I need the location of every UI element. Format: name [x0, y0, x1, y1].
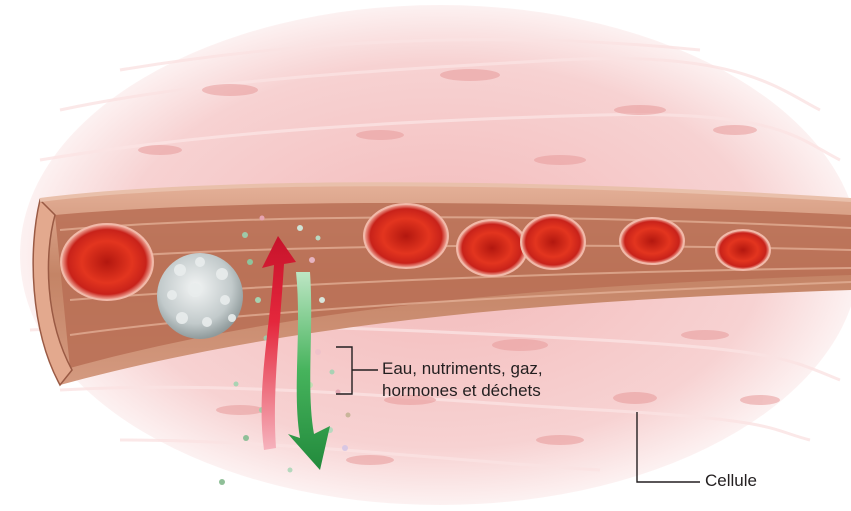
- red-blood-cell: [364, 204, 448, 268]
- white-blood-cell: [157, 253, 243, 339]
- cell-label: Cellule: [705, 470, 757, 492]
- red-blood-cell: [620, 218, 684, 264]
- red-blood-cell: [61, 224, 153, 300]
- exchange-label-line2: hormones et déchets: [382, 380, 543, 402]
- red-blood-cell: [457, 220, 527, 276]
- exchange-label: Eau, nutriments, gaz, hormones et déchet…: [382, 358, 543, 402]
- red-blood-cell: [521, 215, 585, 269]
- red-blood-cell: [716, 230, 770, 270]
- exchange-label-line1: Eau, nutriments, gaz,: [382, 358, 543, 380]
